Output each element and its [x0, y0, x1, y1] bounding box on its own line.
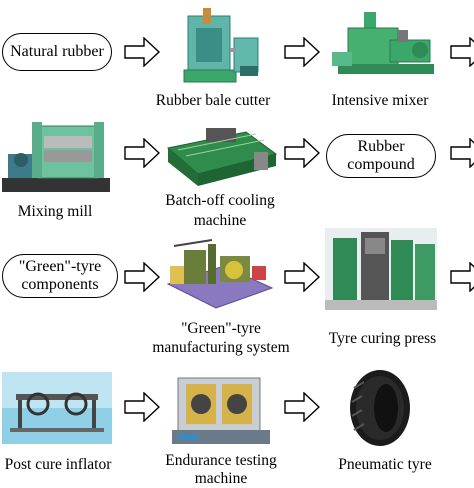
endurance-caption-line2: machine	[194, 470, 248, 487]
post-cure-inflator-image	[2, 372, 112, 444]
rubber-compound-label-line2: compound	[347, 156, 415, 173]
green-components-label-line2: components	[21, 276, 99, 293]
right-arrow-icon	[450, 262, 474, 292]
right-arrow-icon	[124, 392, 160, 422]
bale-cutter-image	[183, 8, 259, 83]
right-arrow-icon	[284, 37, 320, 67]
batch-off-caption-line2: machine	[193, 212, 247, 229]
bale-cutter-caption: Rubber bale cutter	[155, 92, 271, 109]
green-system-caption-line1: "Green"-tyre	[181, 320, 261, 337]
batch-off-caption-line1: Batch-off cooling	[165, 192, 275, 209]
natural-rubber-label: Natural rubber	[10, 43, 104, 60]
curing-press-image	[325, 228, 437, 310]
rubber-compound-box: Rubber compound	[326, 134, 436, 178]
pneumatic-tyre-image	[350, 370, 410, 446]
right-arrow-icon	[124, 262, 160, 292]
right-arrow-icon	[450, 138, 474, 168]
right-arrow-icon	[124, 138, 160, 168]
pneumatic-tyre-caption: Pneumatic tyre	[338, 456, 432, 473]
green-components-label-line1: "Green"-tyre	[18, 258, 102, 275]
post-cure-caption: Post cure inflator	[4, 456, 112, 473]
right-arrow-icon	[124, 37, 160, 67]
right-arrow-icon	[284, 262, 320, 292]
batch-off-image	[166, 128, 278, 186]
right-arrow-icon	[284, 392, 320, 422]
right-arrow-icon	[284, 138, 320, 168]
right-arrow-icon	[450, 37, 474, 67]
green-system-caption-line2: manufacturing system	[152, 339, 290, 356]
intensive-mixer-image	[332, 12, 434, 74]
mixing-mill-image	[2, 122, 110, 192]
curing-press-caption: Tyre curing press	[328, 330, 437, 347]
mixing-mill-caption: Mixing mill	[17, 203, 93, 220]
natural-rubber-box: Natural rubber	[2, 33, 112, 71]
green-tyre-system-image	[166, 239, 274, 309]
rubber-compound-label-line1: Rubber	[357, 138, 405, 155]
endurance-caption-line1: Endurance testing	[165, 452, 277, 469]
intensive-mixer-caption: Intensive mixer	[331, 92, 429, 109]
endurance-testing-image	[172, 377, 270, 444]
green-tyre-components-box: "Green"-tyre components	[2, 254, 118, 298]
